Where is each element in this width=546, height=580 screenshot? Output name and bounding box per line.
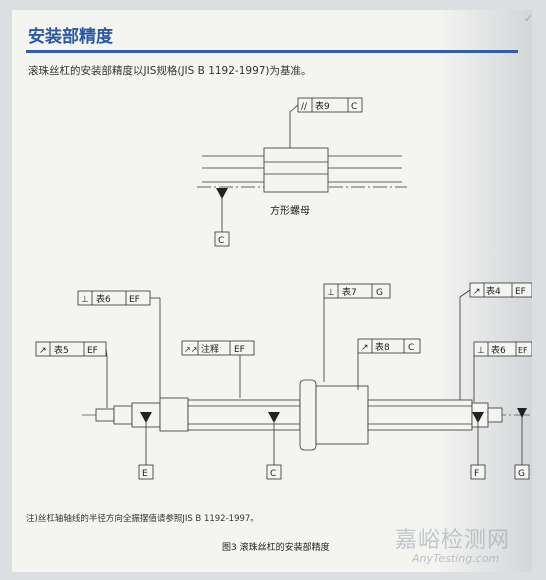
svg-text:注释: 注释 xyxy=(201,343,219,355)
svg-text:C: C xyxy=(408,343,414,353)
svg-text:⊥: ⊥ xyxy=(327,288,335,298)
frame-note-ef: ↗↗ 注释 EF xyxy=(181,340,255,356)
svg-text:C: C xyxy=(270,469,276,479)
svg-text:↗: ↗ xyxy=(361,343,369,353)
svg-text:⊥: ⊥ xyxy=(477,346,485,356)
watermark-cn: 嘉峪检测网 xyxy=(395,528,511,553)
svg-text:表5: 表5 xyxy=(54,344,69,356)
title-underline xyxy=(26,50,518,53)
svg-text:F: F xyxy=(474,469,479,479)
svg-text:↗↗: ↗↗ xyxy=(184,345,197,354)
datum-box-f: F xyxy=(470,464,486,480)
svg-text:EF: EF xyxy=(129,295,140,305)
frame-table6b-ef: ⊥ 表6 EF xyxy=(473,341,532,357)
section-title: 安装部精度 xyxy=(28,27,113,47)
svg-text:EF: EF xyxy=(515,287,526,297)
svg-text:表8: 表8 xyxy=(375,341,390,353)
frame-ref: 表9 xyxy=(315,100,330,112)
intro-text: 滚珠丝杠的安装部精度以JIS规格(JIS B 1192-1997)为基准。 xyxy=(28,65,312,77)
frame-top-table9: // 表9 C xyxy=(289,97,363,113)
corner-mark-icon: ✓ xyxy=(524,12,532,25)
precision-drawing: // 表9 C 方形螺母 C ⊥ 表6 EF ⊥ 表7 G xyxy=(35,97,532,480)
footnote: 注)丝杠轴轴线的半径方向全振摆值请参照JIS B 1192-1997。 xyxy=(26,514,259,524)
svg-text:表6: 表6 xyxy=(491,344,506,356)
svg-text:EF: EF xyxy=(234,345,245,355)
frame-table6-ef: ⊥ 表6 EF xyxy=(77,290,160,306)
datum-box-c: C xyxy=(266,464,282,480)
datum-box-top-c: C xyxy=(214,231,230,247)
document-page: ✓ 安装部精度 滚珠丝杠的安装部精度以JIS规格(JIS B 1192-1997… xyxy=(12,10,532,572)
frame-table5-ef: ↗ 表5 EF xyxy=(35,341,108,357)
svg-text:↗: ↗ xyxy=(473,287,481,297)
frame-table4-ef: ↗ 表4 EF xyxy=(459,282,532,298)
nut-label: 方形螺母 xyxy=(270,204,310,217)
datum-box-e: E xyxy=(138,464,154,480)
frame-symbol: // xyxy=(301,102,308,112)
svg-text:G: G xyxy=(376,288,383,298)
figure-caption: 图3 滚珠丝杠的安装部精度 xyxy=(222,543,330,553)
frame-table7-g: ⊥ 表7 G xyxy=(323,283,391,306)
svg-text:⊥: ⊥ xyxy=(81,295,89,305)
svg-text:表4: 表4 xyxy=(486,285,501,297)
frame-datum: C xyxy=(351,102,357,112)
svg-text:E: E xyxy=(142,469,148,479)
frame-table8-c: ↗ 表8 C xyxy=(357,338,421,354)
svg-text:表7: 表7 xyxy=(342,286,357,298)
svg-text:↗: ↗ xyxy=(39,346,47,356)
svg-text:EF: EF xyxy=(87,346,98,356)
svg-text:表6: 表6 xyxy=(96,293,111,305)
datum-box-g: G xyxy=(514,464,530,480)
svg-text:EF: EF xyxy=(518,346,528,355)
svg-text:C: C xyxy=(218,236,224,246)
watermark-en: AnyTesting.com xyxy=(412,552,500,565)
svg-text:G: G xyxy=(518,469,525,479)
